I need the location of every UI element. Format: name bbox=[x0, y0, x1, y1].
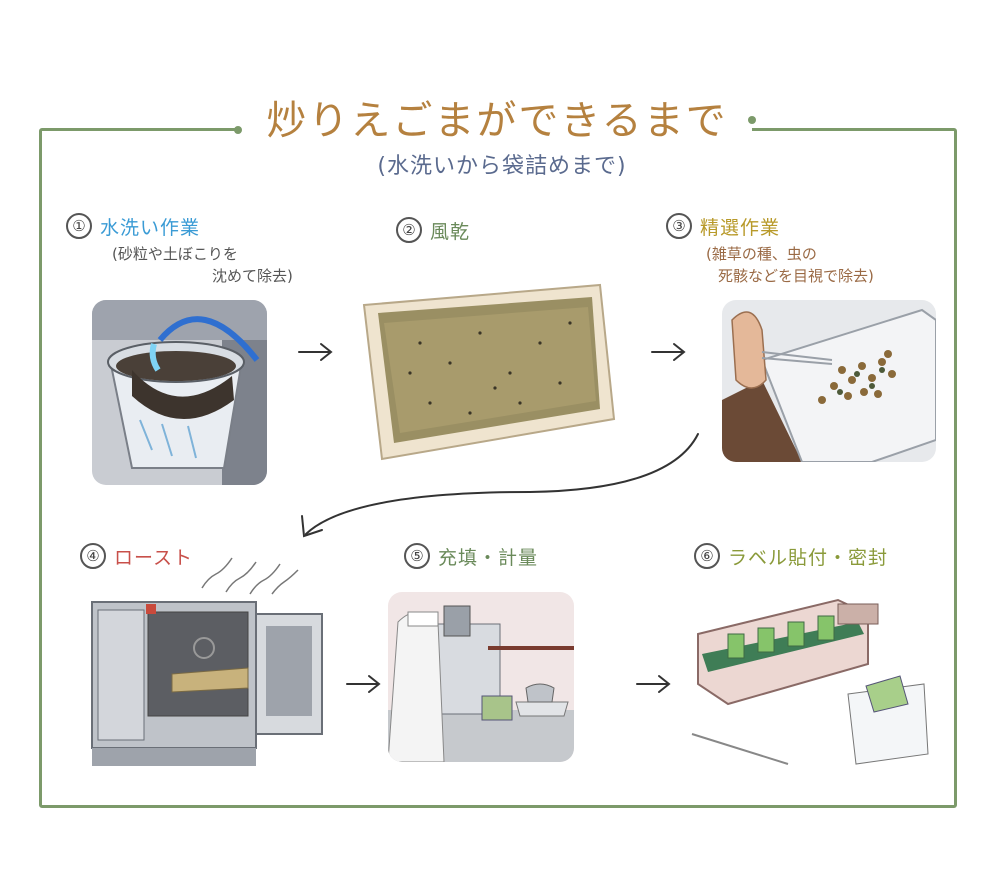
frame-dot-right bbox=[748, 116, 756, 124]
step-3-note-line-2: 死骸などを目視で除去) bbox=[718, 267, 874, 285]
step-1-title: 水洗い作業 bbox=[100, 217, 201, 239]
step-3-number: ③ bbox=[666, 213, 692, 239]
step-4-title: ロースト bbox=[114, 547, 194, 569]
label-sealing-illustration bbox=[688, 594, 934, 770]
frame-dot-left bbox=[234, 126, 242, 134]
drying-tray-illustration bbox=[360, 283, 618, 461]
arrow-right-icon bbox=[346, 675, 381, 693]
arrow-right-icon bbox=[298, 343, 333, 361]
step-6-title: ラベル貼付・密封 bbox=[728, 547, 889, 569]
arrow-right-icon bbox=[651, 343, 686, 361]
step-2-title: 風乾 bbox=[430, 221, 471, 243]
curved-arrow-icon bbox=[301, 433, 699, 538]
step-5-number: ⑤ bbox=[404, 543, 430, 569]
page-subtitle: (水洗いから袋詰めまで) bbox=[377, 154, 627, 179]
step-1-note-line-1: (砂粒や土ぼこりを bbox=[112, 245, 238, 263]
arrow-right-icon bbox=[636, 675, 671, 693]
heat-lines-icon bbox=[201, 557, 299, 595]
step-1-note-line-2: 沈めて除去) bbox=[212, 267, 293, 285]
page-title: 炒りえごまができるまで bbox=[266, 98, 728, 144]
title-frame-gap bbox=[238, 118, 752, 142]
filling-weighing-illustration bbox=[388, 592, 574, 762]
roasting-oven-illustration bbox=[88, 596, 328, 772]
step-3-note-line-1: (雑草の種、虫の bbox=[706, 245, 817, 263]
step-4-number: ④ bbox=[80, 543, 106, 569]
step-2-number: ② bbox=[396, 217, 422, 243]
step-1-number: ① bbox=[66, 213, 92, 239]
washing-bucket-illustration bbox=[92, 300, 267, 485]
step-5-title: 充填・計量 bbox=[438, 547, 539, 569]
sorting-tweezers-illustration bbox=[722, 300, 936, 462]
step-3-title: 精選作業 bbox=[700, 217, 781, 239]
step-6-number: ⑥ bbox=[694, 543, 720, 569]
